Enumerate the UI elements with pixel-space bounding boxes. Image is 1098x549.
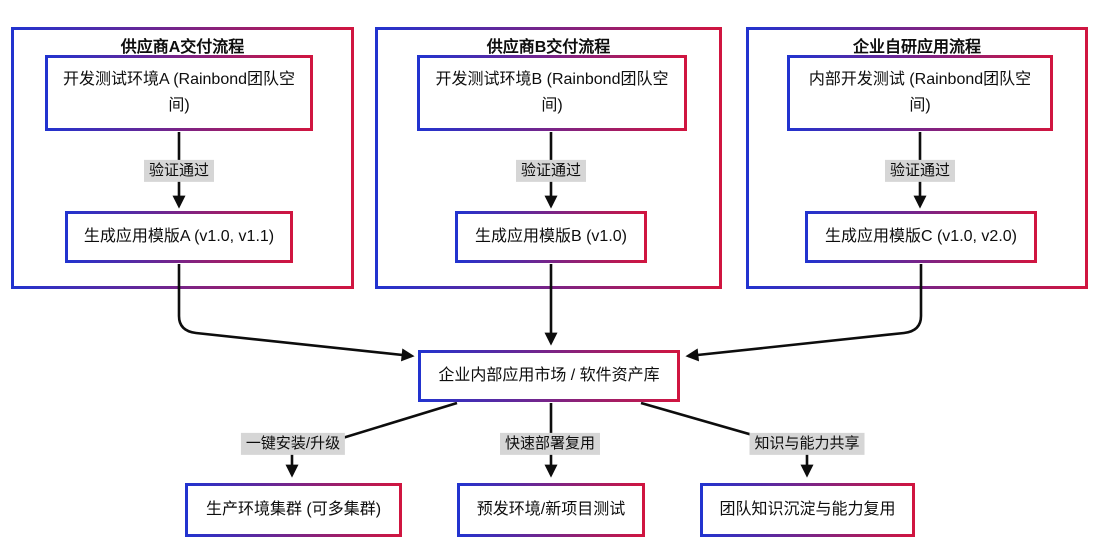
node-label: 企业内部应用市场 / 软件资产库 [438,366,660,384]
panel-title-supplier-a: 供应商A交付流程 [120,39,245,56]
node-app-template-c: 生成应用模版C (v1.0, v2.0) [805,211,1037,263]
edge-label-knowledge-capability-sharing: 知识与能力共享 [749,432,865,456]
node-internal-dev-test: 内部开发测试 (Rainbond团队空间) [787,55,1053,131]
node-dev-test-env-a: 开发测试环境A (Rainbond团队空间) [45,55,313,131]
node-label: 预发环境/新项目测试 [476,500,626,518]
node-internal-app-market: 企业内部应用市场 / 软件资产库 [418,350,680,402]
edge-label-verify-passed-c: 验证通过 [884,159,956,183]
node-app-template-b: 生成应用模版B (v1.0) [455,211,647,263]
node-label: 开发测试环境A (Rainbond团队空间) [62,70,296,114]
panel-supplier-b-flow: 供应商B交付流程 开发测试环境B (Rainbond团队空间) 验证通过 生成应… [375,27,722,289]
node-label: 团队知识沉淀与能力复用 [719,500,896,518]
node-label: 生产环境集群 (可多集群) [205,500,382,518]
panel-inhouse-app-flow: 企业自研应用流程 内部开发测试 (Rainbond团队空间) 验证通过 生成应用… [746,27,1088,289]
edge-label-verify-passed-b: 验证通过 [515,159,587,183]
arrow-template-a-to-market [177,264,415,362]
arrow-market-to-production-1 [335,401,458,442]
node-staging-new-project-test: 预发环境/新项目测试 [457,483,645,537]
edge-label-one-click-install-upgrade: 一键安装/升级 [240,432,346,456]
edge-label-rapid-deploy-reuse: 快速部署复用 [499,432,601,456]
node-production-cluster: 生产环境集群 (可多集群) [185,483,402,537]
panel-title-supplier-b: 供应商B交付流程 [486,39,611,56]
arrow-market-to-knowledge-1 [640,401,771,442]
panel-supplier-a-flow: 供应商A交付流程 开发测试环境A (Rainbond团队空间) 验证通过 生成应… [11,27,354,289]
node-dev-test-env-b: 开发测试环境B (Rainbond团队空间) [417,55,687,131]
node-label: 生成应用模版A (v1.0, v1.1) [83,227,275,245]
panel-title-inhouse: 企业自研应用流程 [852,39,981,56]
edge-label-verify-passed-a: 验证通过 [143,159,215,183]
node-app-template-a: 生成应用模版A (v1.0, v1.1) [65,211,293,263]
node-label: 内部开发测试 (Rainbond团队空间) [808,70,1032,114]
node-team-knowledge-reuse: 团队知识沉淀与能力复用 [700,483,915,537]
node-label: 开发测试环境B (Rainbond团队空间) [435,70,669,114]
node-label: 生成应用模版B (v1.0) [474,227,628,245]
arrow-template-c-to-market [685,264,923,362]
node-label: 生成应用模版C (v1.0, v2.0) [824,227,1018,245]
